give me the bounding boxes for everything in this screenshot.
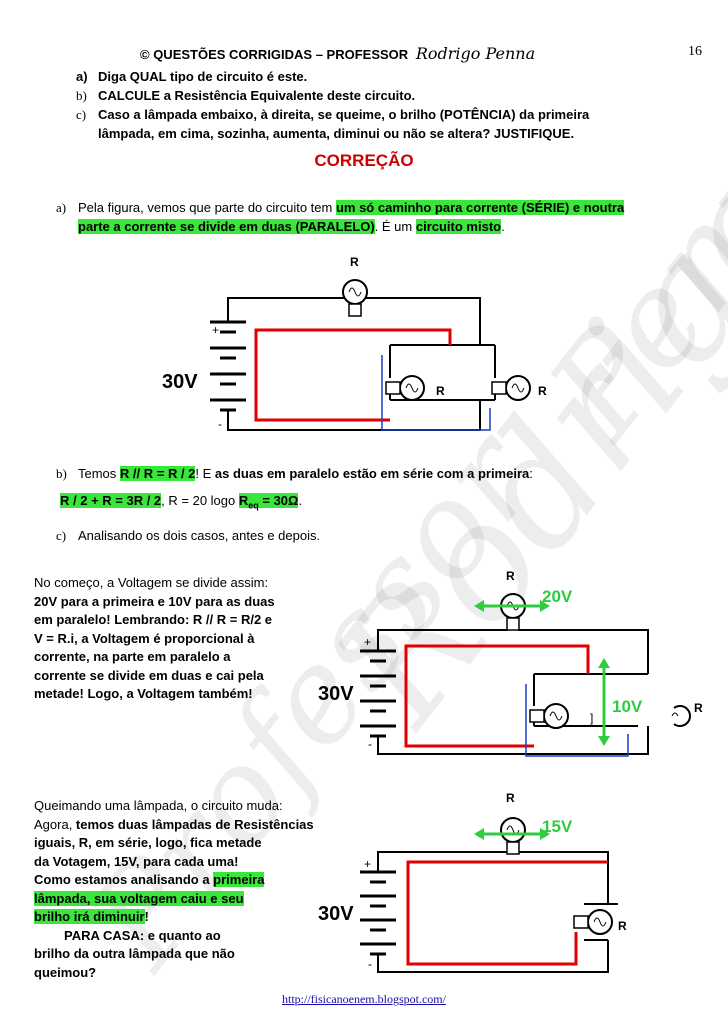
header-title: © QUESTÕES CORRIGIDAS – PROFESSOR bbox=[140, 47, 409, 62]
label-r-top-2: R bbox=[506, 569, 515, 583]
circuit-diagram-3: R R 15V 30V + - bbox=[318, 792, 627, 973]
answer-a-line2: parte a corrente se divide em duas (PARA… bbox=[78, 219, 505, 234]
answer-c-line: c)Analisando os dois casos, antes e depo… bbox=[56, 528, 321, 543]
battery-symbol-2 bbox=[360, 649, 396, 738]
answer-b-line2: R / 2 + R = 3R / 2, R = 20 logo Req = 30… bbox=[60, 493, 303, 511]
plus-sign-2: + bbox=[364, 635, 371, 649]
paragraph-before: No começo, a Voltagem se divide assim: 2… bbox=[34, 575, 275, 701]
current-path-red-1 bbox=[254, 328, 452, 422]
plus-sign-1: + bbox=[212, 323, 219, 337]
voltage-15v: 15V bbox=[542, 817, 573, 836]
label-r-right-2: R bbox=[694, 701, 703, 715]
answer-a-line1: a)Pela figura, vemos que parte do circui… bbox=[56, 200, 625, 215]
battery-symbol-3 bbox=[360, 870, 396, 956]
label-r-top-1: R bbox=[350, 255, 359, 269]
battery-symbol-1 bbox=[210, 320, 246, 412]
current-path-blue-1 bbox=[381, 355, 491, 431]
page-number: 16 bbox=[688, 44, 702, 59]
correction-title: CORREÇÃO bbox=[314, 151, 414, 170]
current-path-blue-2 bbox=[525, 684, 629, 757]
page-header: © QUESTÕES CORRIGIDAS – PROFESSOR Rodrig… bbox=[140, 44, 535, 63]
answer-b-line1: b)Temos R // R = R / 2! E as duas em par… bbox=[56, 466, 533, 481]
bracket-2: ] bbox=[590, 711, 593, 725]
question-a: a)Diga QUAL tipo de circuito é este. bbox=[76, 69, 308, 84]
voltage-arrow-20v bbox=[474, 600, 550, 612]
lamp-parallel-left-1 bbox=[385, 375, 425, 401]
minus-sign-2: - bbox=[368, 737, 372, 751]
circuit-diagram-2: R ] R 20V 10V 30V + - bbox=[318, 569, 703, 757]
current-path-red-2 bbox=[404, 644, 590, 748]
lamp-parallel-left-2 bbox=[529, 703, 569, 729]
battery-voltage-3: 30V bbox=[318, 903, 354, 925]
lamp-parallel-right-1 bbox=[491, 375, 531, 401]
lamp-top-1 bbox=[342, 279, 368, 317]
voltage-20v: 20V bbox=[542, 587, 573, 606]
footer-link[interactable]: http://fisicanoenem.blogspot.com/ bbox=[282, 992, 446, 1006]
lamp-top-3 bbox=[500, 817, 526, 855]
label-r-right-1: R bbox=[538, 384, 547, 398]
label-r-top-3: R bbox=[506, 792, 515, 805]
voltage-arrow-10v bbox=[598, 658, 610, 746]
header-signature: Rodrigo Penna bbox=[415, 44, 536, 63]
label-r-left-1: R bbox=[436, 384, 445, 398]
question-c: c)Caso a lâmpada embaixo, à direita, se … bbox=[76, 107, 590, 122]
lamp-remaining-3 bbox=[573, 909, 613, 935]
circuit-diagram-1: R R R 30V + - bbox=[162, 255, 547, 431]
battery-voltage-2: 30V bbox=[318, 683, 354, 705]
paragraph-after: Queimando uma lâmpada, o circuito muda: … bbox=[34, 798, 314, 980]
battery-voltage-1: 30V bbox=[162, 371, 198, 393]
lamp-parallel-right-2 bbox=[671, 705, 691, 727]
question-c-continued: lâmpada, em cima, sozinha, aumenta, dimi… bbox=[98, 126, 575, 141]
label-r-right-3: R bbox=[618, 919, 627, 933]
plus-sign-3: + bbox=[364, 857, 371, 871]
question-b: b)CALCULE a Resistência Equivalente dest… bbox=[76, 88, 416, 103]
current-path-red-3 bbox=[406, 860, 608, 966]
voltage-10v: 10V bbox=[612, 697, 643, 716]
lamp-top-2 bbox=[500, 593, 526, 631]
minus-sign-3: - bbox=[368, 957, 372, 971]
minus-sign-1: - bbox=[218, 417, 222, 431]
voltage-arrow-15v bbox=[474, 828, 550, 840]
